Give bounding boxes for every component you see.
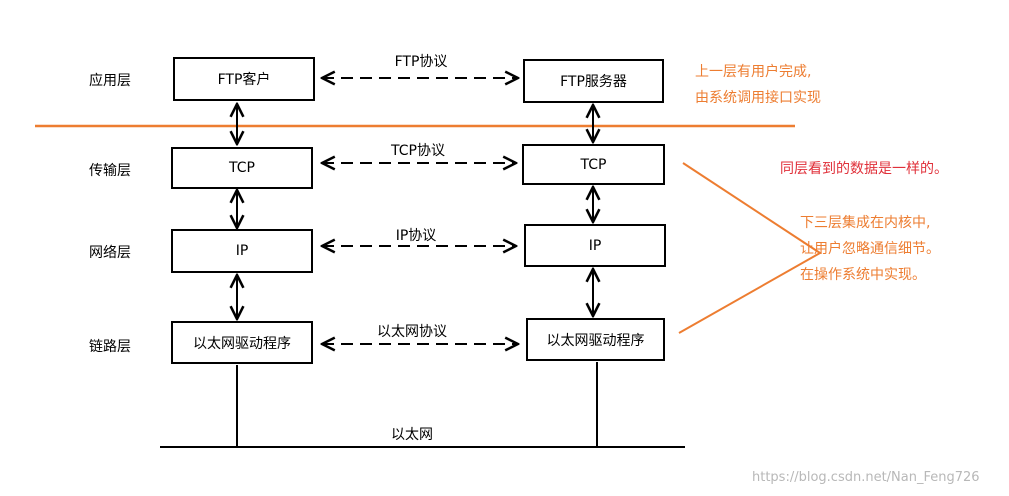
ethernet-protocol-label: 以太网协议 (377, 324, 447, 340)
right-tcp-box: TCP (522, 144, 665, 185)
ethernet-bus-label: 以太网 (391, 427, 433, 443)
left-ip-box: IP (171, 229, 313, 273)
right-ethernet-driver-box: 以太网驱动程序 (526, 318, 665, 361)
same-layer-note: 同层看到的数据是一样的。 (780, 161, 948, 177)
kernel-note-line3: 在操作系统中实现。 (800, 267, 926, 283)
right-ip-box: IP (524, 224, 666, 267)
left-ethernet-driver-box: 以太网驱动程序 (171, 321, 313, 364)
tcp-protocol-label: TCP协议 (391, 143, 445, 159)
ftp-client-box: FTP客户 (173, 57, 315, 101)
kernel-note-line2: 让用户忽略通信细节。 (800, 241, 940, 257)
layer-label-application: 应用层 (89, 73, 131, 89)
kernel-note-line1: 下三层集成在内核中, (800, 215, 931, 231)
ftp-protocol-label: FTP协议 (394, 54, 448, 70)
layer-label-transport: 传输层 (89, 163, 131, 179)
user-space-note-line1: 上一层有用户完成, (695, 64, 812, 80)
layer-label-network: 网络层 (89, 245, 131, 261)
user-space-note: 上一层有用户完成, 由系统调用接口实现 (695, 59, 821, 111)
left-tcp-box: TCP (171, 147, 313, 189)
user-space-note-line2: 由系统调用接口实现 (695, 90, 821, 106)
ip-protocol-label: IP协议 (395, 228, 437, 244)
kernel-note: 下三层集成在内核中, 让用户忽略通信细节。 在操作系统中实现。 (800, 210, 940, 288)
watermark-text: https://blog.csdn.net/Nan_Feng726 (752, 470, 980, 485)
ftp-server-box: FTP服务器 (523, 59, 664, 103)
layer-label-link: 链路层 (89, 339, 131, 355)
kernel-bracket (678, 162, 822, 334)
